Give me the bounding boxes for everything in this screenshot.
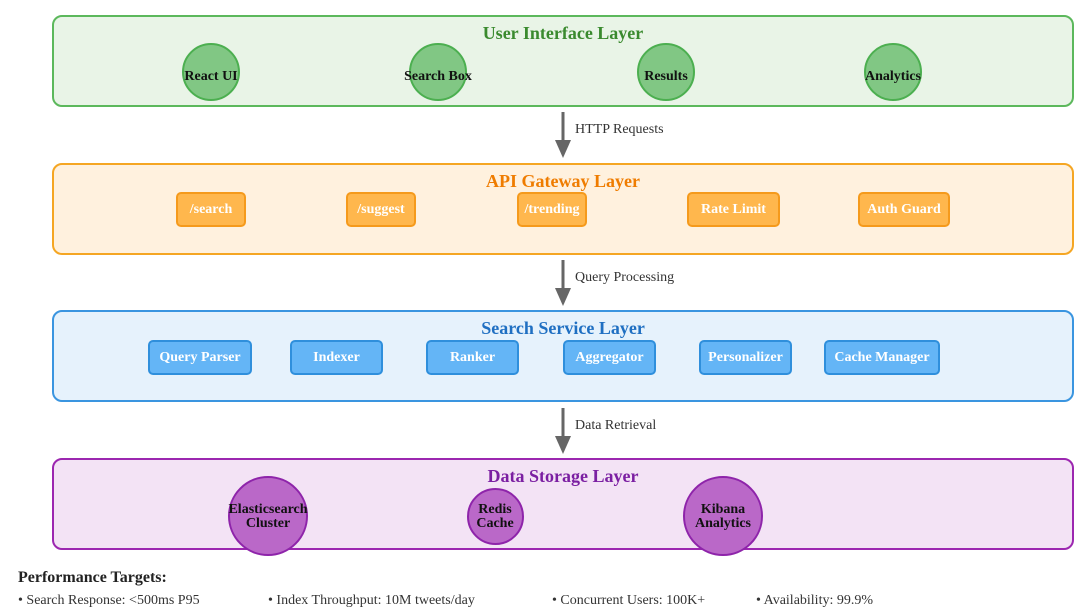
elasticsearch-cluster-node <box>228 476 308 556</box>
search-box-label: Search Box <box>404 69 472 84</box>
react-ui-node <box>182 43 240 101</box>
api-layer-title: API Gateway Layer <box>486 171 640 191</box>
redis-line2: Cache <box>476 516 514 531</box>
kibana-line1: Kibana <box>700 502 746 517</box>
perf-concurrent-users: • Concurrent Users: 100K+ <box>552 593 706 608</box>
perf-availability: • Availability: 99.9% <box>756 593 874 608</box>
analytics-node <box>864 43 922 101</box>
suggest-endpoint: /suggest <box>346 192 416 227</box>
ranker-node: Ranker <box>426 340 519 375</box>
elasticsearch-cluster-label: Elasticsearch Cluster <box>228 503 307 531</box>
service-layer-title: Search Service Layer <box>481 318 645 338</box>
performance-targets-title: Performance Targets: <box>18 569 167 586</box>
redis-line1: Redis <box>478 502 512 517</box>
elasticsearch-line2: Cluster <box>245 516 291 531</box>
trending-endpoint: /trending <box>517 192 587 227</box>
storage-layer-title: Data Storage Layer <box>487 466 639 486</box>
http-requests-label: HTTP Requests <box>575 122 664 137</box>
kibana-line2: Analytics <box>695 516 751 531</box>
data-storage-layer: Data Storage Layer <box>52 458 1074 550</box>
data-retrieval-label: Data Retrieval <box>575 418 657 433</box>
ui-layer-title: User Interface Layer <box>482 23 644 43</box>
analytics-label: Analytics <box>865 69 921 84</box>
results-label: Results <box>644 69 688 84</box>
react-ui-label: React UI <box>184 69 238 84</box>
redis-cache-label: Redis Cache <box>476 503 513 531</box>
perf-search-response: • Search Response: <500ms P95 <box>18 593 200 608</box>
elasticsearch-line1: Elasticsearch <box>228 502 308 517</box>
redis-cache-node <box>467 488 524 545</box>
aggregator-node: Aggregator <box>563 340 656 375</box>
arrow-service-to-storage <box>555 408 571 454</box>
perf-index-throughput: • Index Throughput: 10M tweets/day <box>268 593 475 608</box>
results-node <box>637 43 695 101</box>
rate-limit-node: Rate Limit <box>687 192 780 227</box>
query-processing-label: Query Processing <box>575 270 675 285</box>
personalizer-node: Personalizer <box>699 340 792 375</box>
cache-manager-node: Cache Manager <box>824 340 940 375</box>
arrow-ui-to-api <box>555 112 571 158</box>
kibana-analytics-node <box>683 476 763 556</box>
indexer-node: Indexer <box>290 340 383 375</box>
arrow-api-to-service <box>555 260 571 306</box>
search-box-node <box>409 43 467 101</box>
query-parser-node: Query Parser <box>148 340 252 375</box>
kibana-analytics-label: Kibana Analytics <box>695 503 751 531</box>
auth-guard-node: Auth Guard <box>858 192 950 227</box>
search-endpoint: /search <box>176 192 246 227</box>
